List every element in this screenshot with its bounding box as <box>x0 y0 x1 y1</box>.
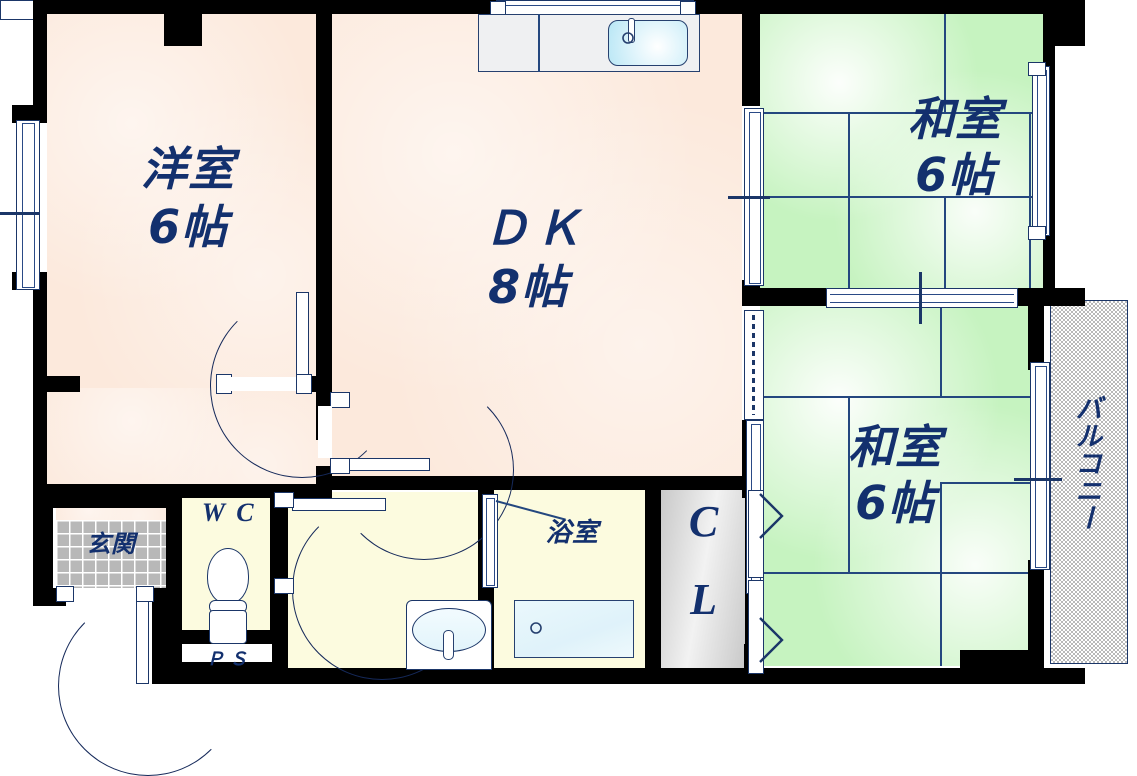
tatami-line <box>944 196 946 290</box>
kitchen-sink <box>608 20 688 66</box>
wall-genkan-top <box>33 496 178 508</box>
tatami-line <box>760 112 1043 114</box>
balcony <box>1050 300 1128 664</box>
pillar-top-youshitsu <box>164 10 202 46</box>
window-washitsu-upper[interactable] <box>1032 66 1050 236</box>
wall-bath-right <box>645 476 661 676</box>
door-threshold <box>318 406 332 458</box>
label-genkan: 玄関 <box>86 530 136 558</box>
entrance-step <box>56 506 166 520</box>
bathtub <box>514 600 634 658</box>
closet-folding-leaf[interactable] <box>748 580 764 674</box>
door-jamb <box>330 458 350 474</box>
label-washitsu-lower-size: 6帖 <box>855 476 935 530</box>
window-youshitsu[interactable] <box>16 120 40 290</box>
wall-youshitsu-right <box>316 10 332 382</box>
tatami-line <box>940 396 1043 398</box>
label-washitsu-upper-size: 6帖 <box>915 148 995 202</box>
sliding-door-balcony[interactable] <box>1030 362 1050 570</box>
counter-divider <box>538 14 540 72</box>
window-tick <box>0 212 40 215</box>
door-threshold <box>230 377 296 391</box>
tatami-line <box>848 112 850 290</box>
wall-bottom-right-notch <box>960 650 1044 684</box>
tatami-line <box>944 10 946 112</box>
door-bathroom[interactable] <box>482 494 498 588</box>
room-washitsu-lower <box>760 306 1043 666</box>
door-jamb <box>56 586 74 602</box>
tatami-line <box>848 396 850 572</box>
bathtub-drain-icon <box>530 622 542 634</box>
label-closet-cl-l: L <box>690 575 718 624</box>
label-ps: Ｐ Ｓ <box>206 649 248 669</box>
door-jamb <box>274 578 294 594</box>
label-dk-name: ＤＫ <box>483 203 587 254</box>
door-jamb <box>296 374 312 394</box>
washbasin-faucet <box>443 630 454 660</box>
room-youshitsu <box>47 10 330 388</box>
fusuma-between-washitsu[interactable] <box>826 288 1018 308</box>
wall-balcony-stub <box>1028 288 1044 370</box>
door-jamb <box>274 492 294 508</box>
wall-exterior-left-b <box>33 285 47 510</box>
door-jamb <box>330 392 350 408</box>
toilet-tank <box>209 610 247 644</box>
window-jamb <box>1028 226 1046 240</box>
label-balcony: バルコニー <box>1070 394 1102 532</box>
label-dk-size: 8帖 <box>488 260 568 314</box>
wall-exterior-left <box>33 0 47 120</box>
window-jamb <box>1028 62 1046 76</box>
sliding-door-tick <box>728 196 770 199</box>
wall-wc-right <box>270 484 288 644</box>
closet-cl <box>661 490 747 672</box>
fusuma-tick <box>919 272 922 324</box>
wall-youshitsu-bottom-l <box>47 376 80 392</box>
label-yokushitsu: 浴室 <box>545 518 599 548</box>
wall-dk-right-mid <box>742 280 760 306</box>
tatami-line <box>1029 112 1031 290</box>
wall-left-bay-top <box>12 105 47 123</box>
label-closet-cl-c: C <box>688 497 720 546</box>
door-youshitsu-arc <box>210 294 394 478</box>
label-youshitsu-size: 6帖 <box>148 200 228 254</box>
tatami-line <box>940 572 942 666</box>
tatami-line <box>940 306 942 396</box>
room-washitsu-upper <box>760 10 1043 290</box>
tatami-line <box>760 196 1043 198</box>
wall-hallway-bottom <box>47 484 332 498</box>
fusuma-dash <box>752 315 755 415</box>
toilet-bowl <box>207 548 249 604</box>
label-washitsu-upper-name: 和室 <box>908 92 1002 146</box>
wall-ps-right <box>272 630 288 684</box>
tatami-line <box>760 396 1043 398</box>
closet-folding-arrows <box>759 493 784 663</box>
entrance-genkan <box>56 520 166 588</box>
wall-dk-right-top <box>742 10 760 106</box>
label-youshitsu-name: 洋室 <box>141 142 235 196</box>
tatami-line <box>940 482 1043 484</box>
wall-genkan-left <box>33 496 53 606</box>
balcony-door-tick <box>1014 478 1062 481</box>
kitchen-sink-drain-icon <box>622 32 634 44</box>
door-jamb <box>136 586 154 602</box>
wall-left-bay-edge <box>12 105 16 123</box>
tatami-line <box>760 572 1043 574</box>
wall-dk-bottom2 <box>480 476 760 490</box>
label-wc: W C <box>201 498 257 527</box>
tatami-line <box>940 482 942 572</box>
fusuma-washitsu-lower[interactable] <box>744 310 764 420</box>
label-washitsu-lower-name: 和室 <box>848 420 942 474</box>
